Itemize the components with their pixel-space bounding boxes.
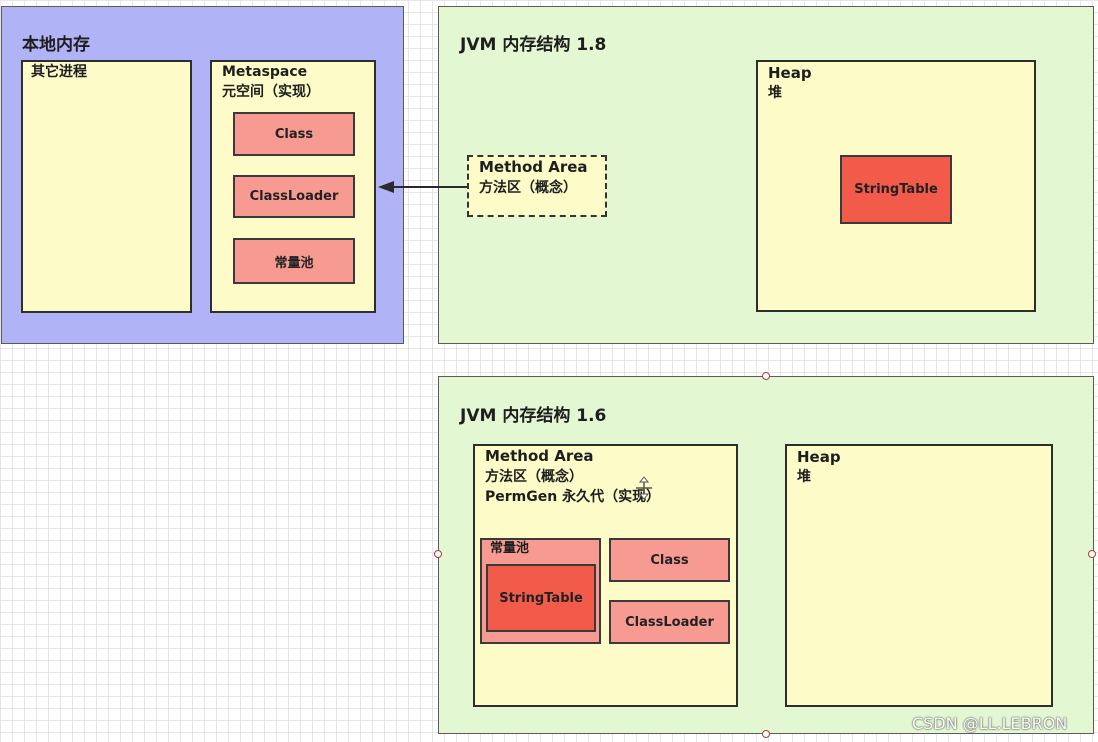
jvm18-heap-title: Heap [768, 64, 812, 82]
watermark: CSDN @LL.LEBRON [912, 714, 1068, 733]
jvm18-method-area-box [467, 155, 607, 217]
metaspace-title: Metaspace [222, 64, 308, 80]
selection-handle-top[interactable] [762, 372, 770, 380]
selection-handle-right[interactable] [1088, 550, 1096, 558]
metaspace-constant-pool-box: 常量池 [233, 238, 355, 284]
jvm18-heap-subtitle: 堆 [768, 85, 782, 101]
metaspace-class-box: Class [233, 112, 355, 156]
selection-handle-bottom[interactable] [762, 730, 770, 738]
jvm16-constant-pool-title: 常量池 [490, 541, 530, 556]
jvm16-classloader-box: ClassLoader [609, 600, 730, 644]
metaspace-classloader-box: ClassLoader [233, 175, 355, 218]
jvm16-title: JVM 内存结构 1.6 [460, 406, 607, 426]
jvm18-method-area-title: Method Area [479, 158, 588, 176]
selection-handle-left[interactable] [434, 550, 442, 558]
metaspace-subtitle: 元空间（实现） [222, 84, 320, 100]
jvm16-heap-title: Heap [797, 448, 841, 466]
jvm16-string-table-box: StringTable [486, 564, 596, 632]
jvm16-method-area-subtitle: 方法区（概念） [485, 469, 583, 485]
implementation-arrow [378, 181, 467, 193]
jvm18-title: JVM 内存结构 1.8 [460, 35, 607, 55]
jvm16-heap-subtitle: 堆 [797, 469, 811, 485]
other-process-title: 其它进程 [31, 64, 87, 80]
jvm16-class-box: Class [609, 538, 730, 582]
jvm16-method-area-title: Method Area [485, 447, 594, 465]
other-process-box [21, 60, 192, 313]
native-memory-title: 本地内存 [22, 35, 90, 55]
jvm18-string-table-box: StringTable [840, 155, 952, 224]
jvm16-heap-box [785, 444, 1053, 707]
jvm18-method-area-subtitle: 方法区（概念） [479, 180, 577, 196]
move-cursor-icon [636, 476, 652, 500]
jvm16-permgen-label: PermGen 永久代（实现） [485, 489, 661, 505]
